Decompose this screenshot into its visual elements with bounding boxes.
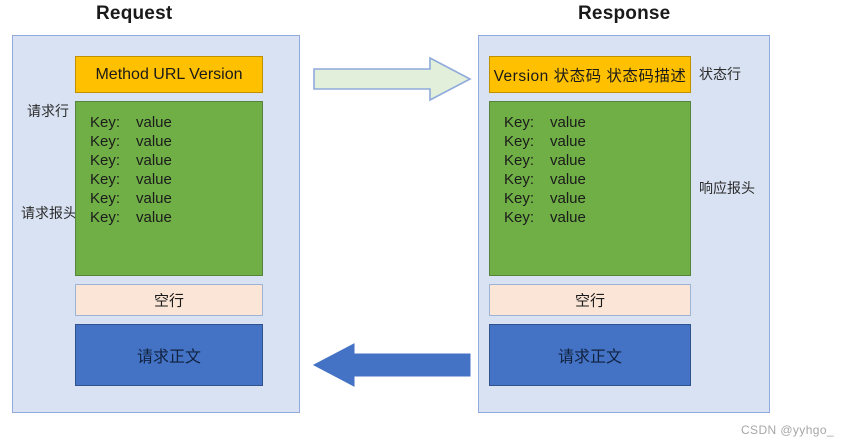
header-row: Key: value [504,209,586,228]
request-headers-list: Key: value Key: value Key: value Key: va… [90,114,172,228]
header-key: Key: [504,114,535,131]
header-value: value [550,171,586,188]
request-headers-label: 请求报头 [21,205,77,221]
header-key: Key: [90,171,121,188]
response-status-line-text: Version 状态码 状态码描述 [493,67,687,85]
header-key: Key: [90,133,121,150]
header-row: Key: value [90,133,172,152]
header-row: Key: value [90,114,172,133]
response-headers-list: Key: value Key: value Key: value Key: va… [504,114,586,228]
header-value: value [550,133,586,150]
request-start-line-text: Method URL Version [95,65,243,83]
header-value: value [136,152,172,169]
header-key: Key: [90,152,121,169]
header-value: value [550,114,586,131]
header-row: Key: value [504,171,586,190]
response-panel: Version 状态码 状态码描述 状态行 Key: value Key: va… [478,35,770,413]
header-row: Key: value [504,190,586,209]
header-row: Key: value [90,209,172,228]
header-value: value [136,133,172,150]
header-value: value [136,171,172,188]
response-body-box: 请求正文 [489,324,691,386]
header-key: Key: [90,209,121,226]
header-row: Key: value [504,152,586,171]
request-blank-line-box: 空行 [75,284,263,316]
header-value: value [550,209,586,226]
response-status-line-box: Version 状态码 状态码描述 [489,56,691,93]
header-key: Key: [504,190,535,207]
header-value: value [136,190,172,207]
response-headers-label: 响应报头 [699,180,755,196]
response-headers-box: Key: value Key: value Key: value Key: va… [489,101,691,276]
header-value: value [550,152,586,169]
request-body-box: 请求正文 [75,324,263,386]
header-key: Key: [90,190,121,207]
request-direction-arrow [313,56,472,102]
request-panel: 请求行 Method URL Version 请求报头 Key: value K… [12,35,300,413]
request-body-text: 请求正文 [136,349,201,366]
header-key: Key: [504,133,535,150]
request-start-line-box: Method URL Version [75,56,263,93]
header-value: value [136,114,172,131]
response-title: Response [578,3,671,24]
response-body-text: 请求正文 [557,349,622,366]
header-row: Key: value [90,171,172,190]
header-row: Key: value [504,114,586,133]
header-key: Key: [504,209,535,226]
request-start-line-label: 请求行 [27,103,69,119]
header-value: value [550,190,586,207]
watermark: CSDN @yyhgo_ [740,423,834,437]
header-row: Key: value [90,190,172,209]
header-key: Key: [504,152,535,169]
header-key: Key: [504,171,535,188]
request-blank-line-text: 空行 [153,292,184,310]
header-value: value [136,209,172,226]
response-direction-arrow [312,343,471,387]
header-row: Key: value [504,133,586,152]
header-row: Key: value [90,152,172,171]
response-status-line-label: 状态行 [699,66,741,82]
request-title: Request [96,3,173,24]
response-blank-line-text: 空行 [574,292,605,310]
request-headers-box: Key: value Key: value Key: value Key: va… [75,101,263,276]
response-blank-line-box: 空行 [489,284,691,316]
header-key: Key: [90,114,121,131]
